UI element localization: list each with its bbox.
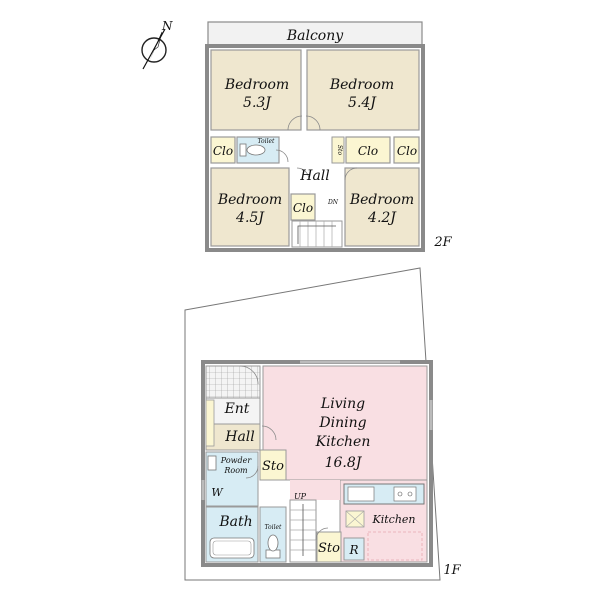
balcony-label: Balcony [286, 28, 344, 44]
ldk-label-line1: Living [320, 396, 365, 412]
bedroom-sw-label: Bedroom [217, 192, 282, 208]
closet-3-label: Clo [397, 144, 417, 158]
washer-label: W [211, 486, 224, 499]
storage-2-label: Sto [318, 541, 340, 556]
entrance [205, 397, 261, 425]
entrance-tiles [205, 365, 261, 399]
storage-2 [316, 531, 342, 563]
kitchen-counter [343, 483, 425, 505]
toilet-2f-label: Toilet [258, 138, 276, 145]
entrance-label: Ent [224, 401, 250, 417]
bedroom-se-size: 4.2J [367, 210, 397, 226]
toilet-fixture-1f-icon [265, 534, 281, 559]
ldk-size: 16.8J [325, 455, 363, 471]
stairs-up-label: UP [294, 492, 307, 501]
stairs-1f [289, 499, 317, 563]
closet-4 [290, 193, 316, 221]
hall-1f-label: Hall [224, 429, 255, 445]
bedroom-ne-label: Bedroom [329, 77, 394, 93]
toilet-fixture-icon [239, 143, 266, 157]
storage-1-label: Sto [262, 459, 284, 474]
ldk-label-line3: Kitchen [315, 434, 371, 450]
closet-1-label: Clo [213, 144, 233, 158]
toilet-1f-label: Toilet [265, 524, 283, 531]
pantry-box [345, 510, 365, 528]
bathtub-icon [209, 537, 255, 559]
bath-label: Bath [218, 514, 252, 530]
closet-2 [345, 136, 391, 164]
refrigerator-label: R [348, 543, 358, 557]
second-floor-plan: Balcony Bedroom 5.3J Bedroom 5.4J Clo To… [205, 21, 453, 252]
closet-4-label: Clo [293, 201, 313, 215]
closet-3 [393, 136, 420, 164]
powder-room-label-line1: Powder [220, 456, 253, 465]
refrigerator [343, 537, 365, 561]
ldk-label-line2: Dining [318, 415, 366, 431]
floor-1f-label: 1F [443, 563, 461, 578]
first-floor-plan: Ent Hall Living Dining Kitchen 16.8J Pow… [184, 267, 462, 581]
bedroom-se-label: Bedroom [349, 192, 414, 208]
hall-2f-label: Hall [299, 168, 330, 184]
floor-2f-label: 2F [433, 235, 452, 250]
closet-1 [210, 136, 236, 164]
bedroom-ne-size: 5.4J [348, 95, 377, 111]
storage-2f-label: Sto [336, 145, 343, 156]
closet-2-label: Clo [358, 144, 378, 158]
powder-room-label-line2: Room [223, 466, 248, 475]
north-label: N [161, 19, 173, 33]
living-dining-kitchen [262, 365, 428, 481]
storage-1 [259, 449, 287, 481]
stairs-2f [291, 220, 343, 248]
bedroom-sw-size: 4.5J [235, 210, 265, 226]
north-compass-icon: N [141, 19, 173, 70]
sink-icon [207, 455, 217, 471]
bedroom-nw-size: 5.3J [243, 95, 272, 111]
kitchen-label: Kitchen [372, 513, 416, 526]
bedroom-se [344, 167, 420, 247]
bedroom-sw [210, 167, 290, 247]
stairs-down-label: DN [327, 199, 339, 206]
hall-1f [205, 423, 261, 451]
bedroom-nw-label: Bedroom [224, 77, 289, 93]
bedroom-nw [210, 49, 302, 131]
bedroom-ne [306, 49, 420, 131]
